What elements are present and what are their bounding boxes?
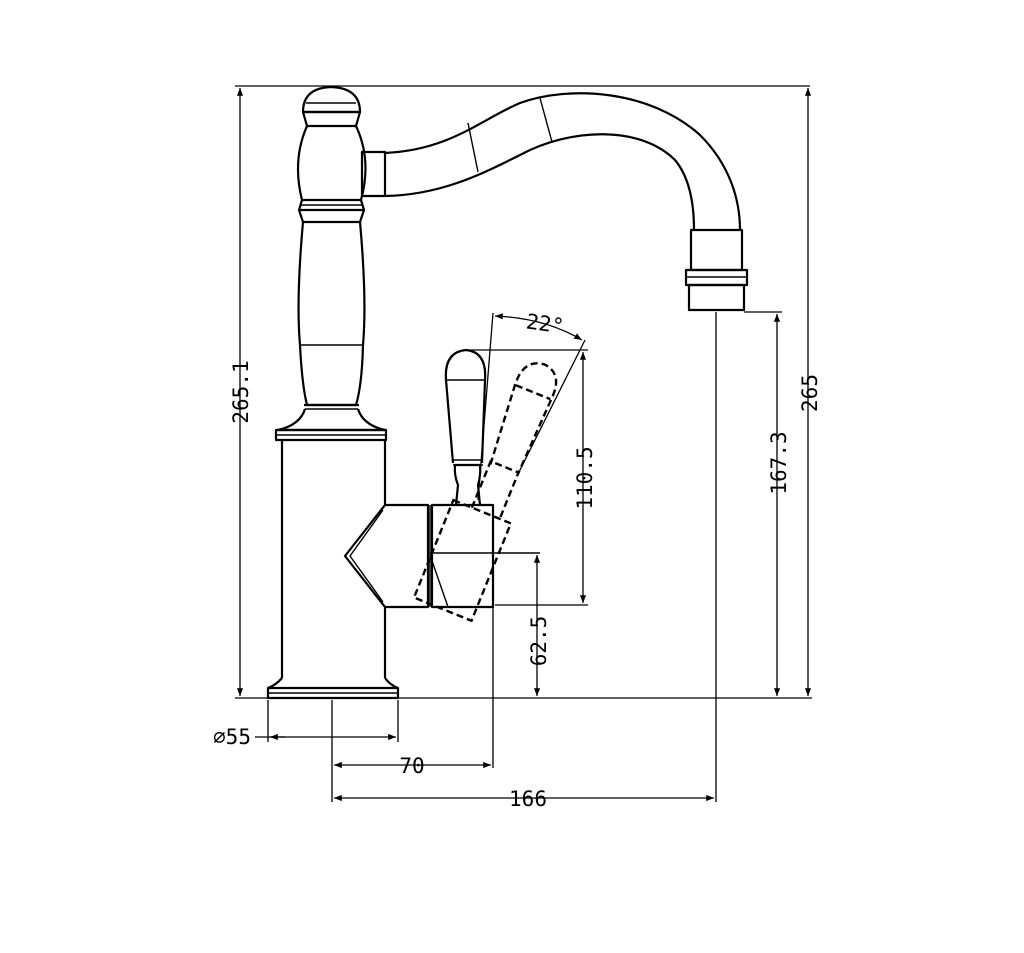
dim-166: 166: [509, 787, 547, 811]
dim-22-deg: 22°: [525, 309, 566, 338]
dim-110-5: 110.5: [573, 446, 597, 509]
dimension-lines: [235, 85, 812, 802]
dim-167-3: 167.3: [767, 431, 791, 494]
dimension-labels: 265.1 265 167.3 110.5 62.5 22° ⌀55 70 16…: [213, 309, 822, 811]
dim-70: 70: [399, 754, 424, 778]
dim-62-5: 62.5: [527, 616, 551, 667]
dim-265-1: 265.1: [229, 360, 253, 423]
dim-265: 265: [798, 374, 822, 412]
faucet-outline: [266, 85, 749, 700]
dim-diameter-55: ⌀55: [213, 725, 251, 749]
